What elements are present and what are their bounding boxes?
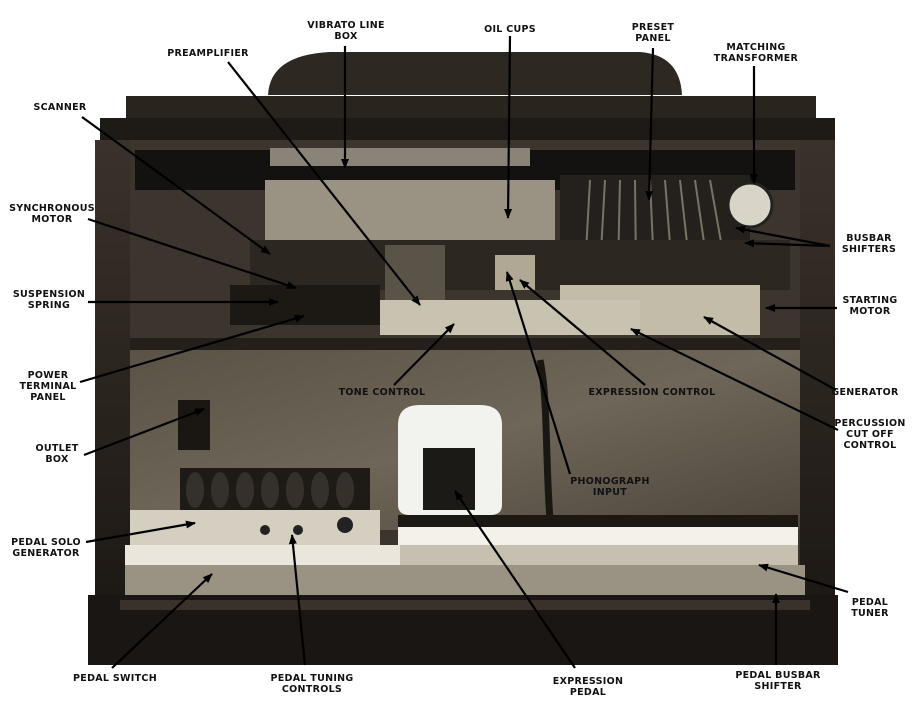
label-percussion-cut-off-control: PERCUSSION CUT OFF CONTROL xyxy=(834,418,906,451)
label-vibrato-line-box: VIBRATO LINE BOX xyxy=(307,20,385,42)
pedal-section xyxy=(125,468,805,595)
label-matching-transformer: MATCHING TRANSFORMER xyxy=(713,42,799,64)
leader-busbar-shifters-2 xyxy=(744,239,831,248)
leader-expression-control xyxy=(519,279,646,386)
label-power-terminal-panel: POWER TERMINAL PANEL xyxy=(19,370,77,403)
label-pedal-solo-generator: PEDAL SOLO GENERATOR xyxy=(11,537,81,559)
leader-scanner xyxy=(81,116,271,255)
label-expression-pedal: EXPRESSION PEDAL xyxy=(552,676,624,698)
leader-oil-cups xyxy=(504,35,513,219)
leader-synchronous-motor xyxy=(87,217,297,290)
label-starting-motor: STARTING MOTOR xyxy=(842,295,898,317)
label-scanner: SCANNER xyxy=(33,102,87,113)
label-expression-control: EXPRESSION CONTROL xyxy=(588,387,716,398)
label-tone-control: TONE CONTROL xyxy=(338,387,426,398)
label-busbar-shifters: BUSBAR SHIFTERS xyxy=(841,233,897,255)
label-suspension-spring: SUSPENSION SPRING xyxy=(12,289,86,311)
leader-expression-pedal xyxy=(454,490,576,669)
leader-percussion-cut-off-control xyxy=(630,328,839,431)
leader-lines xyxy=(79,35,849,669)
label-pedal-tuner: PEDAL TUNER xyxy=(851,597,889,619)
label-preset-panel: PRESET PANEL xyxy=(631,22,675,44)
label-preamplifier: PREAMPLIFIER xyxy=(167,48,249,59)
leader-pedal-solo-generator xyxy=(85,520,196,544)
leader-pedal-switch xyxy=(111,573,213,669)
leader-pedal-tuning-controls xyxy=(288,534,307,666)
leader-tone-control xyxy=(393,323,455,386)
label-phonograph-input: PHONOGRAPH INPUT xyxy=(570,476,650,498)
label-generator: GENERATOR xyxy=(831,387,899,398)
leader-generator xyxy=(703,316,837,391)
leader-outlet-box xyxy=(83,407,205,457)
leader-preamplifier xyxy=(227,61,421,306)
leader-preset-panel xyxy=(645,47,655,201)
label-pedal-switch: PEDAL SWITCH xyxy=(73,673,157,684)
leader-busbar-shifters-1 xyxy=(735,225,831,248)
leader-power-terminal-panel xyxy=(79,314,305,384)
label-oil-cups: OIL CUPS xyxy=(484,24,536,35)
leader-pedal-tuner xyxy=(758,563,849,594)
label-synchronous-motor: SYNCHRONOUS MOTOR xyxy=(9,203,95,225)
label-outlet-box: OUTLET BOX xyxy=(35,443,79,465)
label-pedal-tuning-controls: PEDAL TUNING CONTROLS xyxy=(270,673,354,695)
leader-phonograph-input xyxy=(505,271,572,475)
label-pedal-busbar-shifter: PEDAL BUSBAR SHIFTER xyxy=(735,670,821,692)
